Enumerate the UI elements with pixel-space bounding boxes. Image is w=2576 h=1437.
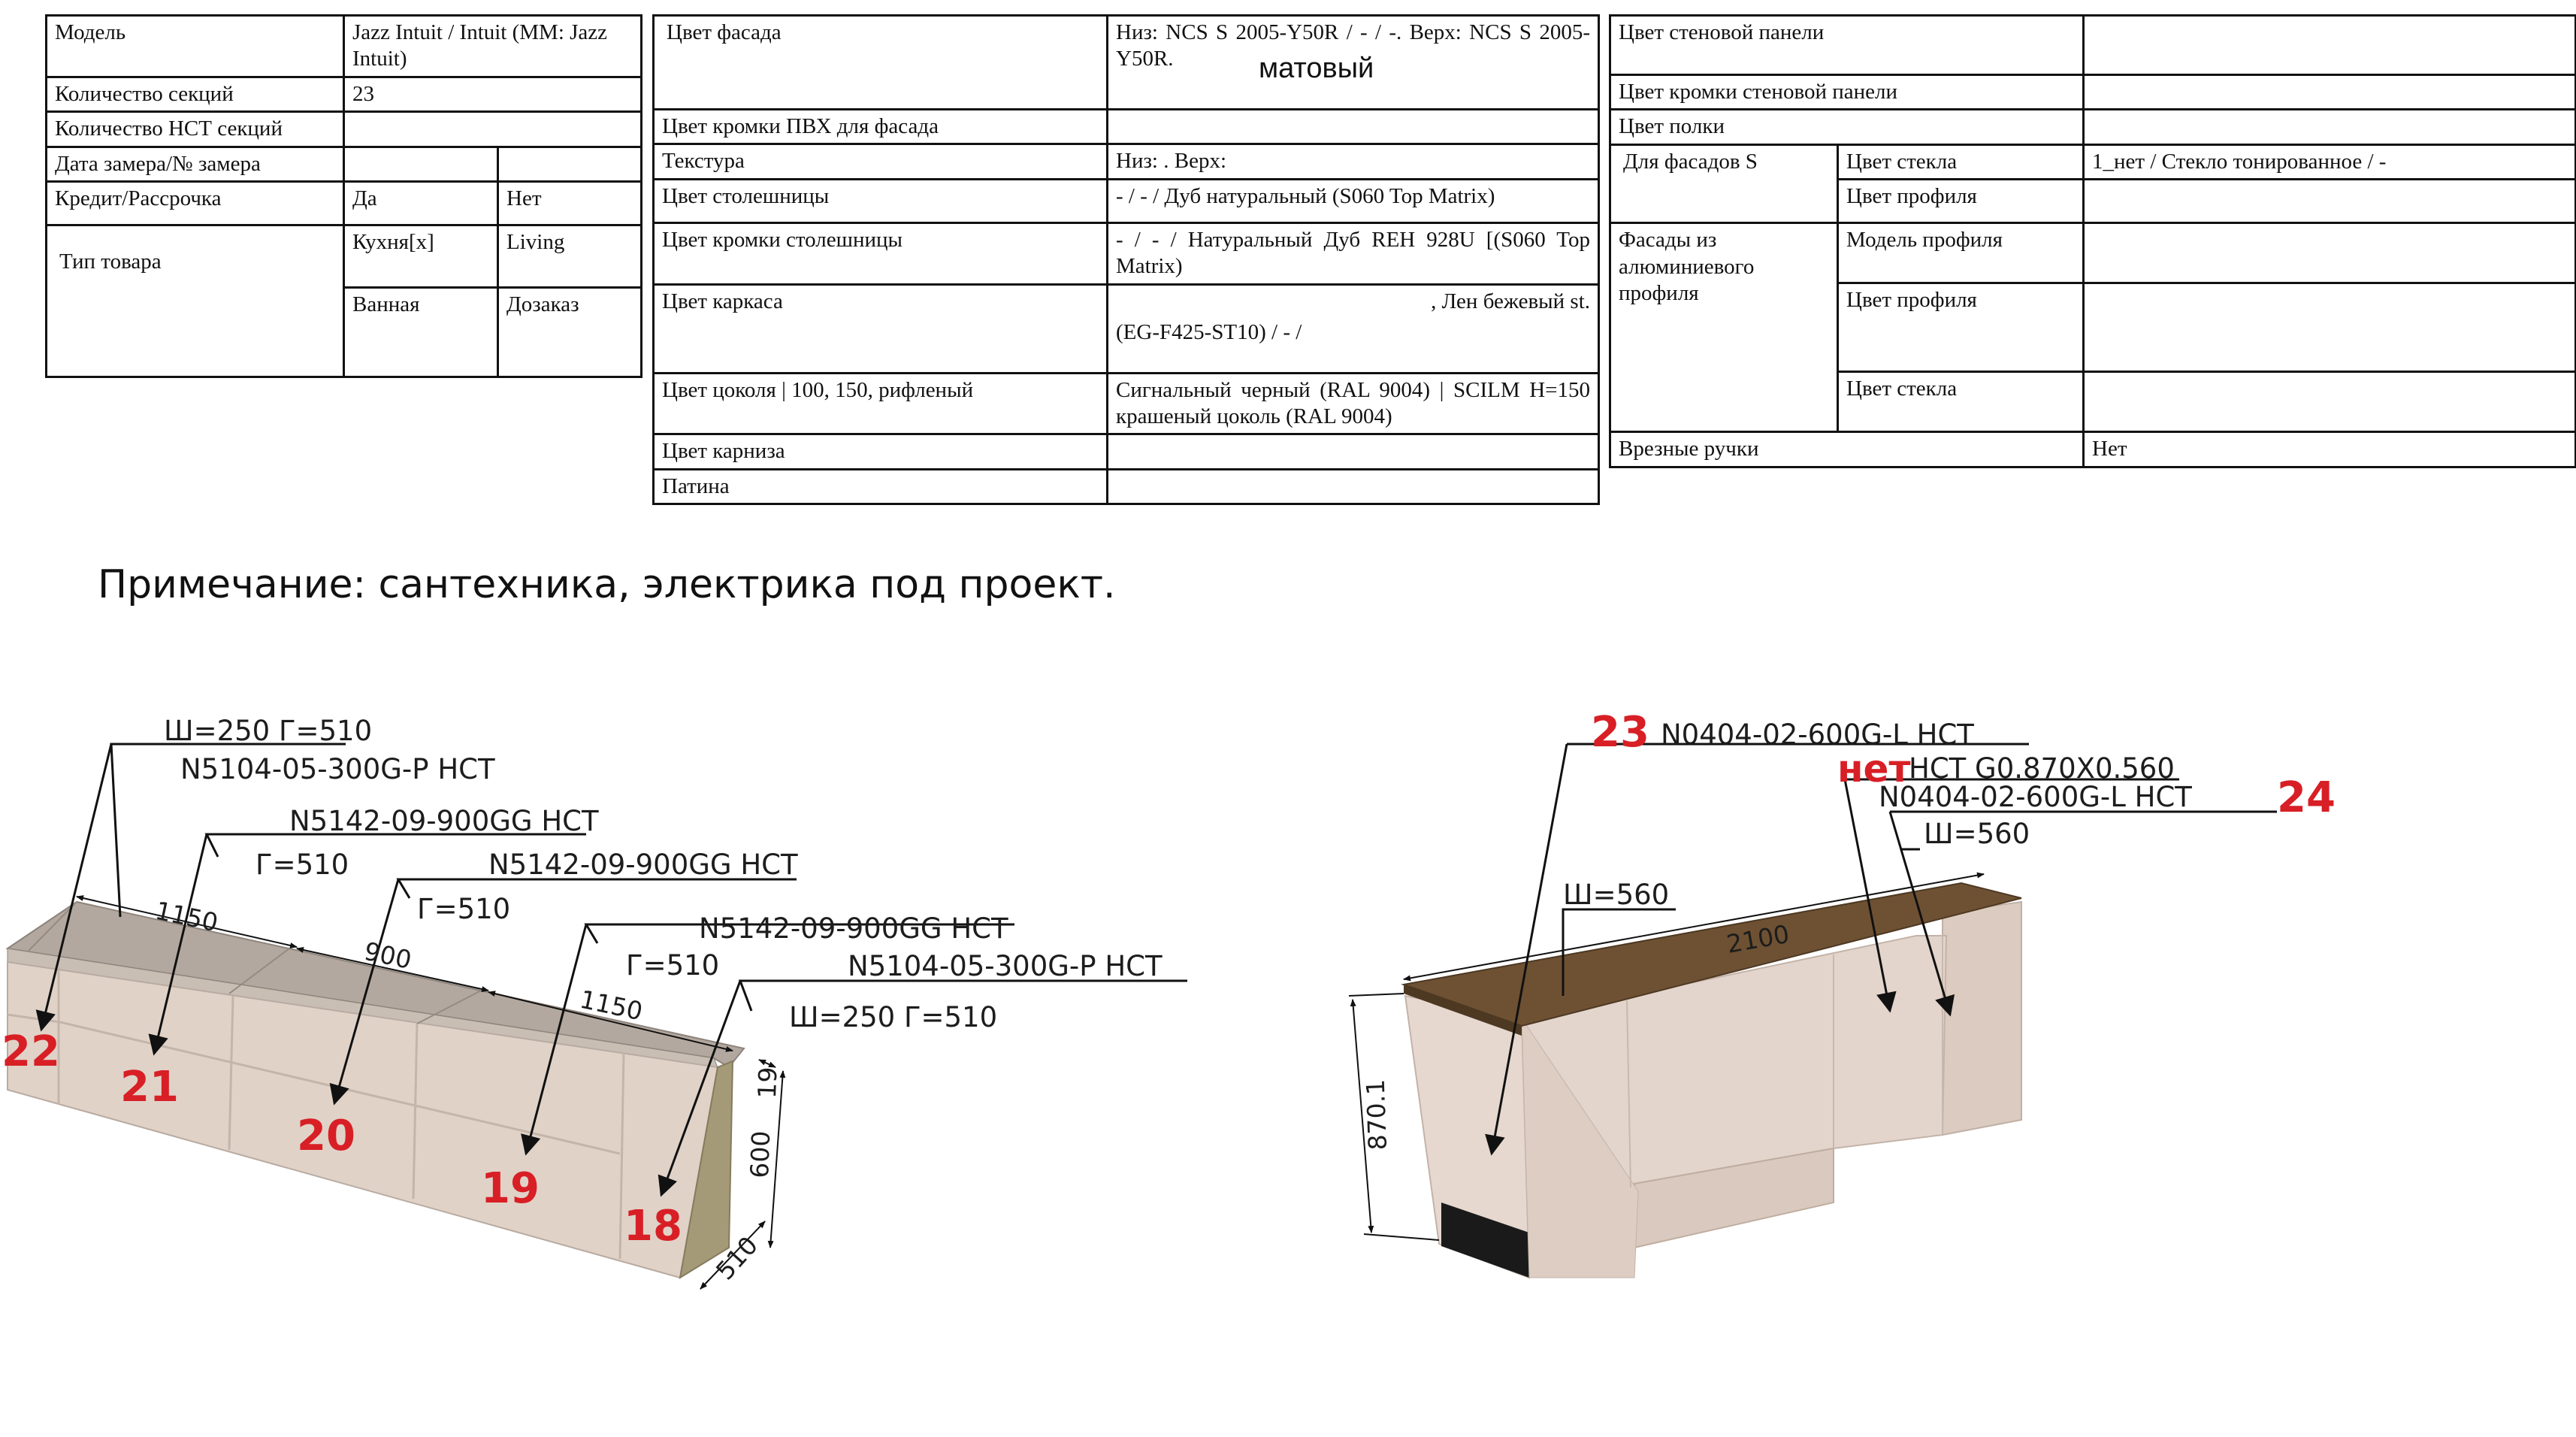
measure-number-cell — [496, 145, 643, 183]
pvc-edge-value — [1106, 107, 1600, 146]
nst-sections-label: Количество НСТ секций — [45, 110, 345, 148]
glass-color-value: 1_нет / Стекло тонированное / - — [2082, 143, 2576, 181]
plinth-value: Сигнальный черный (RAL 9004) | SCILM H=1… — [1106, 371, 1600, 436]
plinth-label: Цвет цоколя | 100, 150, рифленый — [652, 371, 1108, 436]
wall-panel-edge-label: Цвет кромки стеновой панели — [1608, 73, 2085, 111]
left-label-j: Ш=250 Г=510 — [789, 1001, 997, 1033]
profile-color-value — [2082, 178, 2576, 225]
texture-label: Текстура — [652, 143, 1108, 180]
wall-panel-edge-value — [2082, 73, 2576, 111]
sections-label: Количество секций — [45, 75, 345, 113]
left-dim-4: 19 — [752, 1066, 782, 1099]
countertop-edge-value: - / - / Натуральный Дуб REH 928U [(S060 … — [1106, 221, 1600, 286]
section-number-23: 23 — [1591, 708, 1649, 757]
facade-color-label: Цвет фасада — [652, 14, 1108, 110]
carcass-value: , Лен бежевый st. (EG-F425-ST10) / - / — [1106, 283, 1600, 374]
pvc-edge-label: Цвет кромки ПВХ для фасада — [652, 107, 1108, 146]
product-type-label: Тип товара — [45, 223, 345, 378]
cornice-label: Цвет карниза — [652, 433, 1108, 470]
facade-spec-table: Цвет фасада Низ: NCS S 2005-Y50R / - / -… — [652, 14, 1600, 506]
left-dim-5: 600 — [745, 1130, 776, 1178]
left-label-i: N5104-05-300G-P НСТ — [848, 950, 1163, 982]
order-info-table: Модель Jazz Intuit / Intuit (MM: Jazz In… — [45, 14, 643, 378]
panel-glass-table: Цвет стеновой панели Цвет кромки стеново… — [1608, 14, 2576, 468]
right-back-panel — [1942, 900, 2022, 1136]
glass-color-label: Цвет стекла — [1836, 143, 2085, 181]
right-label-c: N0404-02-600G-L НСТ — [1879, 781, 2192, 813]
shelf-value — [2082, 108, 2576, 146]
model-value: Jazz Intuit / Intuit (MM: Jazz Intuit) — [342, 14, 643, 78]
measure-label: Дата замера/№ замера — [45, 145, 345, 183]
facades-s-label: Для фасадов S — [1609, 143, 1839, 225]
model-label: Модель — [45, 14, 345, 78]
right-dimension-lines — [1348, 872, 1985, 1241]
profile-color-value-2 — [2082, 282, 2576, 374]
credit-yes: Да — [343, 180, 499, 226]
furniture-drawings: Ш=250 Г=510 N5104-05-300G-P НСТ N5142-09… — [2, 708, 2336, 1290]
type-bath: Ванная — [343, 286, 499, 378]
type-kitchen: Кухня[x] — [343, 223, 499, 289]
section-number-24: 24 — [2277, 773, 2336, 822]
left-label-g: N5142-09-900GG НСТ — [699, 912, 1008, 945]
section-number-18: 18 — [624, 1202, 682, 1251]
cornice-value — [1106, 433, 1600, 470]
section-number-20: 20 — [297, 1112, 355, 1160]
sections-value: 23 — [342, 75, 643, 113]
section-number-22: 22 — [2, 1027, 60, 1076]
cutin-handles-value: Нет — [2082, 431, 2576, 468]
left-label-h: Г=510 — [626, 949, 719, 982]
right-plinth — [1441, 1203, 1529, 1278]
measure-date-cell — [343, 145, 499, 183]
right-label-d: Ш=560 — [1924, 818, 2030, 850]
carcass-value-line-1: , Лен бежевый st. — [1431, 289, 1590, 313]
nst-sections-value — [342, 110, 643, 148]
wall-panel-label: Цвет стеновой панели — [1608, 14, 2085, 76]
patina-value — [1106, 467, 1600, 506]
left-label-e: N5142-09-900GG НСТ — [488, 849, 798, 881]
left-dimension-lines — [76, 895, 786, 1290]
carcass-value-line-2: (EG-F425-ST10) / - / — [1116, 319, 1302, 344]
right-label-e: Ш=560 — [1563, 879, 1669, 911]
type-order: Дозаказ — [496, 286, 643, 378]
facade-color-value: Низ: NCS S 2005-Y50R / - / -. Верх: NCS … — [1106, 14, 1600, 110]
right-end-side — [1521, 1017, 1639, 1278]
right-wood-countertop-edge — [1404, 985, 1522, 1036]
countertop-label: Цвет столешницы — [652, 177, 1108, 224]
left-label-d: Г=510 — [255, 849, 349, 881]
credit-label: Кредит/Рассрочка — [45, 180, 345, 226]
right-dim-height: 870.1 — [1361, 1079, 1392, 1151]
left-label-b: N5104-05-300G-P НСТ — [180, 753, 495, 785]
left-label-f: Г=510 — [417, 893, 510, 925]
profile-color-label-2: Цвет профиля — [1836, 282, 2085, 374]
shelf-label: Цвет полки — [1608, 108, 2085, 146]
right-label-b: НСТ G0.870X0.560 — [1909, 752, 2175, 785]
carcass-label: Цвет каркаса — [652, 283, 1108, 374]
right-label-a: N0404-02-600G-L НСТ — [1661, 718, 1974, 751]
credit-no: Нет — [496, 180, 643, 226]
facade-overlay-text: матовый — [1259, 53, 1374, 84]
alu-facades-label: Фасады из алюминиевого профиля — [1609, 222, 1839, 434]
note-text: Примечание: сантехника, электрика под пр… — [98, 562, 1116, 607]
countertop-edge-label: Цвет кромки столешницы — [652, 221, 1108, 286]
cutin-handles-label: Врезные ручки — [1608, 431, 2085, 468]
glass-color-label-2: Цвет стекла — [1836, 371, 2085, 434]
profile-model-value — [2082, 222, 2576, 285]
left-label-c: N5142-09-900GG НСТ — [289, 805, 599, 837]
type-living: Living — [496, 223, 643, 289]
countertop-value: - / - / Дуб натуральный (S060 Top Matrix… — [1106, 177, 1600, 224]
wall-panel-value — [2082, 14, 2576, 76]
left-label-a: Ш=250 Г=510 — [164, 715, 372, 747]
profile-model-label: Модель профиля — [1836, 222, 2085, 285]
glass-color-value-2 — [2082, 371, 2576, 434]
profile-color-label: Цвет профиля — [1836, 178, 2085, 225]
texture-value: Низ: . Верх: — [1106, 143, 1600, 180]
patina-label: Патина — [652, 467, 1108, 506]
section-number-21: 21 — [120, 1063, 179, 1112]
section-number-19: 19 — [481, 1164, 540, 1213]
no-label: нет — [1837, 747, 1910, 791]
